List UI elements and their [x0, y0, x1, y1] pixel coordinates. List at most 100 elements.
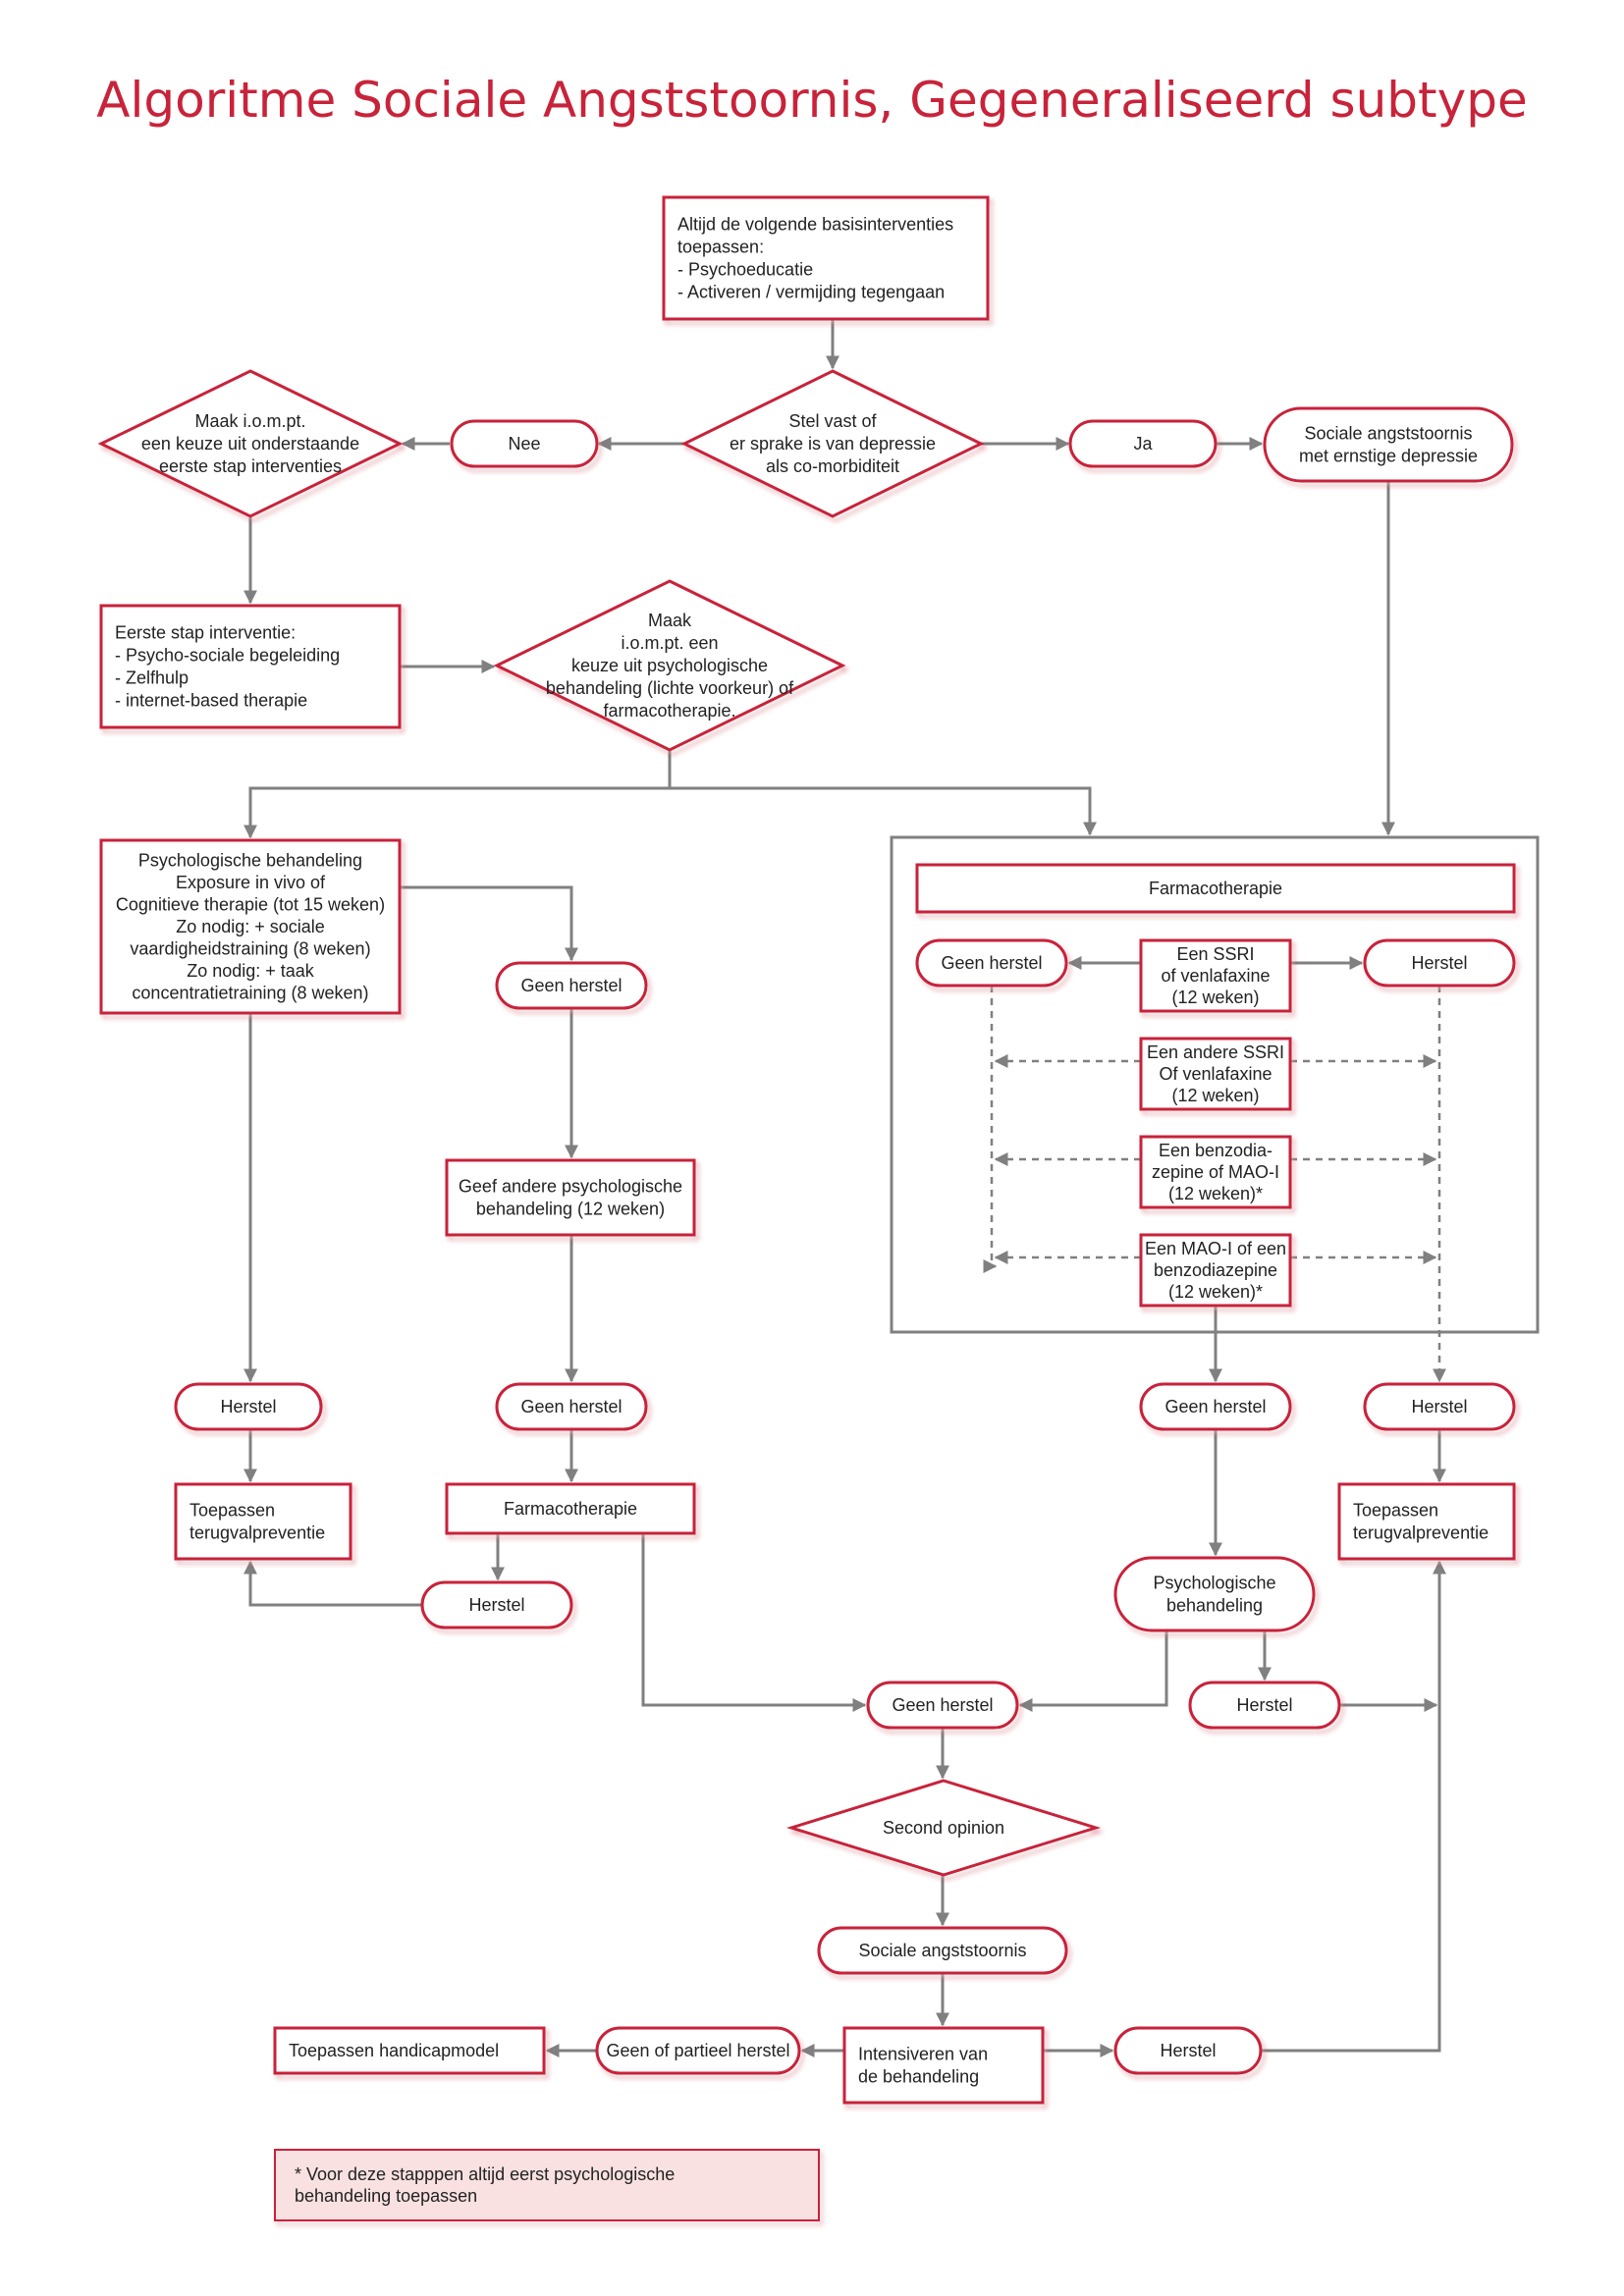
nee-node — [450, 419, 599, 468]
andere-ssri-text: Een andere SSRI — [1147, 1042, 1284, 1062]
herstel-1-text: Herstel — [220, 1397, 276, 1416]
psych-behandeling-text: Psychologische behandeling — [138, 851, 362, 871]
handicap-text: Toepassen handicapmodel — [289, 2041, 499, 2060]
footnote-text: behandeling toepassen — [295, 2186, 477, 2206]
toepassen-1-shape — [174, 1482, 352, 1561]
handicap-node — [273, 2026, 546, 2075]
sociale-angst-node — [817, 1926, 1068, 1975]
eerste-stap-text: - Zelfhulp — [115, 668, 189, 688]
maoi-text: (12 weken)* — [1168, 1282, 1263, 1302]
sociale-angst-shape — [817, 1926, 1068, 1975]
toepassen-1-text: terugvalpreventie — [189, 1523, 325, 1543]
herstel-5-node — [1113, 2026, 1263, 2075]
keuze-psych-text: Maak — [648, 611, 692, 630]
herstel-1-node — [174, 1382, 323, 1431]
herstel-3-node — [1363, 1382, 1516, 1431]
maoi-text: Een MAO-I of een — [1145, 1239, 1286, 1258]
eerste-stap-text: - Psycho-sociale begeleiding — [115, 646, 340, 666]
andere-ssri-shape — [1139, 1037, 1292, 1111]
toepassen-2-node — [1337, 1482, 1516, 1561]
second-opinion-node — [785, 1779, 1102, 1877]
keuze-psych-text: farmacotherapie. — [603, 701, 735, 721]
ssri-shape — [1139, 938, 1292, 1013]
geen-herstel-3-node — [1139, 1382, 1292, 1431]
ja-node — [1068, 419, 1218, 468]
geen-herstel-2-text: Geen herstel — [520, 1397, 622, 1416]
keuze-psych-shape — [493, 579, 846, 752]
maoi-node — [1139, 1233, 1292, 1308]
benzo-text: (12 weken)* — [1168, 1184, 1263, 1203]
toepassen-2-shape — [1337, 1482, 1516, 1561]
farmaco-header-node — [915, 863, 1516, 914]
psych-behandeling-text: Zo nodig: + taak — [187, 961, 315, 981]
ssri-text: Een SSRI — [1176, 944, 1254, 964]
intensiveren-text: Intensiveren van — [858, 2045, 988, 2064]
sociale-depressie-node — [1263, 406, 1514, 483]
herstel-1-shape — [174, 1382, 323, 1431]
depressie-vraag-text: als co-morbiditeit — [766, 456, 899, 476]
depressie-vraag-text: Stel vast of — [788, 411, 877, 431]
eerste-keuze-text: Maak i.o.m.pt. — [194, 411, 305, 431]
andere-psych-shape — [445, 1158, 696, 1237]
geen-herstel-f-node — [915, 938, 1068, 988]
geen-herstel-4-text: Geen herstel — [892, 1695, 993, 1715]
edge-psych-geen — [1018, 1630, 1168, 1712]
benzo-shape — [1139, 1135, 1292, 1209]
sociale-angst-text: Sociale angststoornis — [858, 1941, 1026, 1960]
benzo-text: zepine of MAO-I — [1152, 1162, 1279, 1182]
edge-dashed-left-down — [983, 986, 998, 1273]
andere-ssri-text: (12 weken) — [1171, 1086, 1259, 1105]
edge-keuze-farmaco — [670, 786, 1097, 836]
footnote-shape — [274, 2149, 820, 2221]
eerste-stap-text: - internet-based therapie — [115, 691, 307, 711]
ssri-text: (12 weken) — [1171, 988, 1259, 1007]
herstel-2-shape — [420, 1580, 573, 1629]
psych-behandeling-text: Zo nodig: + sociale — [176, 917, 325, 936]
maoi-shape — [1139, 1233, 1292, 1308]
psych-behandeling-node — [99, 838, 402, 1015]
sociale-depressie-shape — [1263, 406, 1514, 483]
toepassen-1-node — [174, 1482, 352, 1561]
sociale-depressie-text: met ernstige depressie — [1299, 447, 1478, 466]
psych-behandeling-text: vaardigheidstraining (8 weken) — [130, 939, 370, 959]
keuze-psych-node — [493, 579, 846, 752]
geen-herstel-f-shape — [915, 938, 1068, 988]
benzo-node — [1139, 1135, 1292, 1209]
basis-shape — [662, 195, 990, 321]
footnote-node — [274, 2149, 820, 2221]
farmaco-2-shape — [445, 1482, 696, 1535]
edge-keuze-psychbeh — [244, 750, 672, 839]
geen-herstel-2-shape — [495, 1382, 648, 1431]
herstel-4-text: Herstel — [1236, 1695, 1292, 1715]
handicap-shape — [273, 2026, 546, 2075]
farmaco-2-text: Farmacotherapie — [504, 1499, 637, 1519]
herstel-f-shape — [1363, 938, 1516, 988]
ssri-node — [1139, 938, 1292, 1013]
keuze-psych-text: behandeling (lichte voorkeur) of — [546, 678, 794, 698]
ja-text: Ja — [1133, 434, 1153, 454]
eerste-stap-shape — [99, 604, 402, 729]
andere-ssri-node — [1139, 1037, 1292, 1111]
geen-herstel-3-text: Geen herstel — [1164, 1397, 1266, 1416]
andere-psych-node — [445, 1158, 696, 1237]
intensiveren-shape — [842, 2026, 1045, 2105]
page-title: Algoritme Sociale Angststoornis, Gegener… — [96, 72, 1528, 129]
nee-shape — [450, 419, 599, 468]
geen-partieel-text: Geen of partieel herstel — [606, 2041, 789, 2060]
geen-herstel-1-text: Geen herstel — [520, 976, 622, 995]
herstel-2-text: Herstel — [468, 1595, 524, 1615]
geen-herstel-4-shape — [866, 1681, 1019, 1730]
geen-herstel-2-node — [495, 1382, 648, 1431]
psych-2-shape — [1113, 1556, 1316, 1632]
depressie-vraag-node — [680, 369, 985, 518]
edge-psychbeh-geen — [400, 885, 578, 962]
benzo-text: Een benzodia- — [1159, 1141, 1272, 1160]
herstel-4-node — [1188, 1681, 1341, 1730]
toepassen-2-text: terugvalpreventie — [1353, 1523, 1489, 1543]
herstel-f-text: Herstel — [1411, 953, 1467, 973]
edge-farmaco-geen — [641, 1533, 867, 1712]
basis-text: - Activeren / vermijding tegengaan — [677, 283, 945, 302]
eerste-keuze-text: een keuze uit onderstaande — [141, 434, 359, 454]
andere-psych-text: Geef andere psychologische — [459, 1177, 682, 1197]
